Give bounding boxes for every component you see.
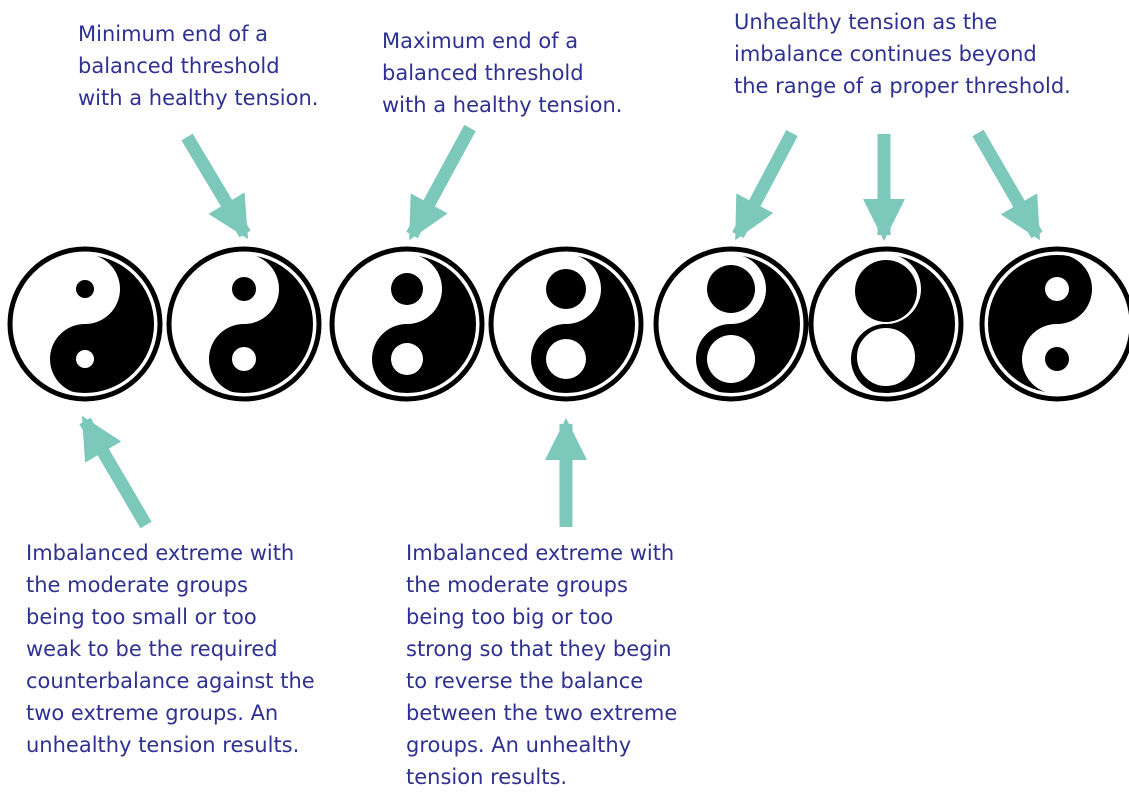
label-unhealthy-beyond-threshold: Unhealthy tension as the imbalance conti… (734, 10, 1071, 98)
yin-yang-symbols (7, 246, 1129, 402)
yin-yang-icon-1 (7, 246, 163, 402)
yin-yang-icon-5 (653, 246, 809, 402)
arrow-to-symbol-5 (732, 129, 798, 241)
label-minimum-threshold: Minimum end of a balanced threshold with… (78, 22, 319, 110)
arrow-to-symbol-7 (972, 129, 1043, 241)
label-maximum-threshold: Maximum end of a balanced threshold with… (382, 29, 623, 117)
label-moderates-too-big: Imbalanced extreme with the moderate gro… (406, 541, 678, 789)
arrow-to-symbol-1 (79, 415, 152, 529)
label-moderates-too-small: Imbalanced extreme with the moderate gro… (26, 541, 315, 757)
yin-yang-icon-7 (979, 246, 1129, 402)
yin-yang-icon-6 (808, 246, 964, 402)
arrow-to-symbol-2 (181, 133, 251, 240)
arrow-to-symbol-3 (406, 124, 476, 241)
yin-yang-icon-4 (488, 246, 644, 402)
arrows (79, 124, 1043, 529)
yin-yang-icon-3 (329, 246, 485, 402)
yin-yang-icon-2 (166, 246, 322, 402)
